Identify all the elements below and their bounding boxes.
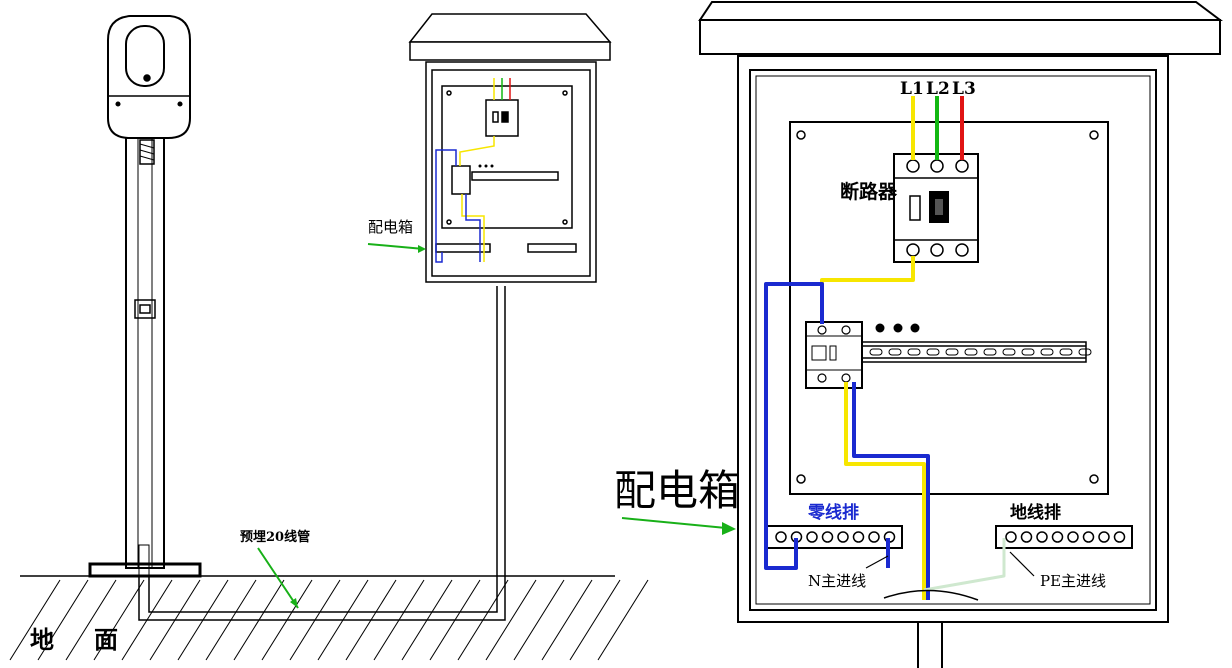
neutral-bar-label: 零线排: [807, 502, 859, 523]
phase-l1-label: L1: [900, 79, 924, 99]
ground-hatch-line: [37, 579, 89, 661]
neutral-bar-hole: [868, 531, 880, 543]
large-box-arrow: [621, 517, 727, 529]
pole-base: [88, 562, 202, 578]
rail-slot: [1002, 348, 1016, 356]
breaker-label: 断路器: [840, 180, 898, 203]
cable-entry: [883, 589, 979, 601]
ground-bar-hole: [1113, 531, 1126, 543]
small-box-wiring: [435, 78, 511, 263]
ground-hatch-line: [569, 579, 621, 661]
rail-slot: [1059, 348, 1073, 356]
charger-screen: [125, 25, 165, 87]
ground-bar-hole: [1067, 531, 1079, 543]
ellipsis-dots: [875, 323, 920, 333]
pe-main-label: PE主进线: [1040, 572, 1106, 590]
small-box-roof: [408, 13, 612, 43]
ground-hatch-line: [93, 579, 145, 661]
n-main-label: N主进线: [808, 572, 866, 590]
rail-slot: [1078, 348, 1092, 356]
rail-slot: [926, 348, 940, 356]
ground-bar-hole: [1020, 531, 1033, 543]
ground-bar: [995, 525, 1133, 549]
ground-bar-hole: [1082, 531, 1095, 543]
neutral-bar-hole: [852, 531, 865, 543]
rail-slot: [983, 348, 997, 356]
ground-hatch-line: [65, 579, 117, 661]
rail-slot: [888, 348, 902, 356]
ground-bar-hole: [1036, 531, 1048, 543]
ground-hatch-line: [9, 579, 61, 661]
rail-slot: [907, 348, 921, 356]
neutral-bar-hole: [837, 531, 849, 543]
conduit-label: 预埋20线管: [240, 529, 310, 545]
ground-hatch-line: [485, 579, 537, 661]
ground-label-2: 面: [94, 625, 118, 654]
small-ground-bar: [527, 243, 577, 253]
neutral-bar-hole: [821, 531, 834, 543]
plate-screws: [796, 130, 1099, 484]
neutral-bar-hole: [775, 531, 787, 543]
ground-hatch-line: [597, 579, 649, 661]
ground-hatch-line: [513, 579, 565, 661]
small-box: [408, 13, 612, 283]
ground-bar-label: 地线排: [1010, 502, 1061, 523]
ground-bar-hole: [1005, 531, 1017, 543]
rail-slot: [964, 348, 978, 356]
charger-pole: [125, 137, 165, 569]
pole-socket: [134, 299, 156, 319]
rail-slot: [869, 348, 883, 356]
leader-lines: [865, 551, 1035, 577]
ground-label: 地: [30, 625, 54, 654]
neutral-bar-hole: [806, 531, 818, 543]
large-box-label: 配电箱: [614, 466, 740, 515]
charger-post: [88, 15, 202, 578]
phase-l2-label: L2: [926, 79, 950, 99]
conduit-arrow: [257, 547, 299, 609]
rail-slot: [1040, 348, 1054, 356]
large-box-roof: [698, 0, 1223, 21]
charger-head: [107, 15, 191, 139]
large-box-wiring: [764, 96, 1006, 600]
phase-l3-label: L3: [952, 79, 976, 99]
rcd-switch: [805, 321, 863, 389]
rail-slot: [945, 348, 959, 356]
din-rail: [811, 341, 1087, 363]
rail-slot: [1021, 348, 1035, 356]
mounting-plate: [789, 121, 1109, 495]
conduit: [138, 286, 506, 621]
ground-bar-hole: [1098, 531, 1110, 543]
small-box-dots: [478, 164, 494, 168]
small-box-label: 配电箱: [368, 218, 413, 236]
ground-bar-hole: [1051, 531, 1064, 543]
small-rcd: [451, 165, 471, 195]
small-box-arrow: [367, 243, 425, 250]
ground-hatch-line: [541, 579, 593, 661]
